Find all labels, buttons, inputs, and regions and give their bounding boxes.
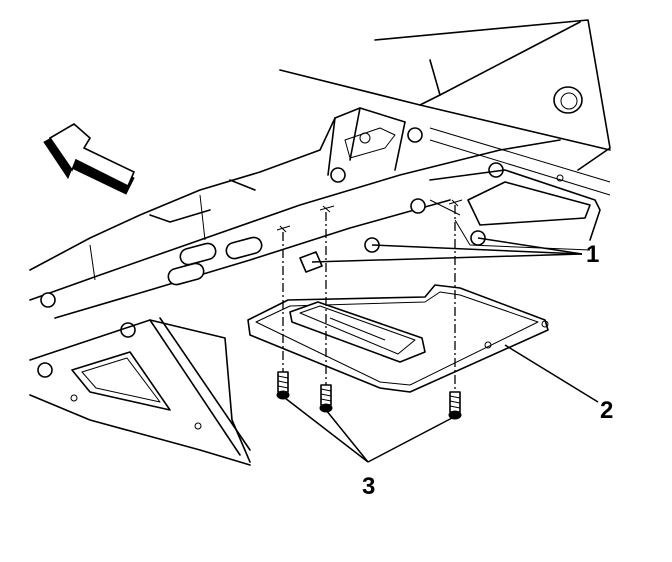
leader-lines <box>284 237 599 463</box>
bolts <box>276 371 462 420</box>
alignment-lines <box>276 199 463 398</box>
frame-nuts <box>37 127 504 378</box>
splash-shield <box>247 284 549 393</box>
bolt-middle <box>319 384 333 413</box>
clip-nuts <box>299 237 380 273</box>
direction-arrow-icon <box>43 123 136 195</box>
right-bracket <box>429 169 601 251</box>
frame-rail <box>29 107 561 319</box>
bolt-right <box>448 391 462 420</box>
callout-3: 3 <box>362 473 375 500</box>
lower-bracket <box>29 317 251 466</box>
frame-openings <box>167 236 263 286</box>
bolt-left <box>276 371 290 400</box>
grommet-hole <box>553 86 583 114</box>
callout-1: 1 <box>586 241 599 268</box>
upper-body-panel <box>279 19 611 196</box>
callout-2: 2 <box>600 397 613 424</box>
